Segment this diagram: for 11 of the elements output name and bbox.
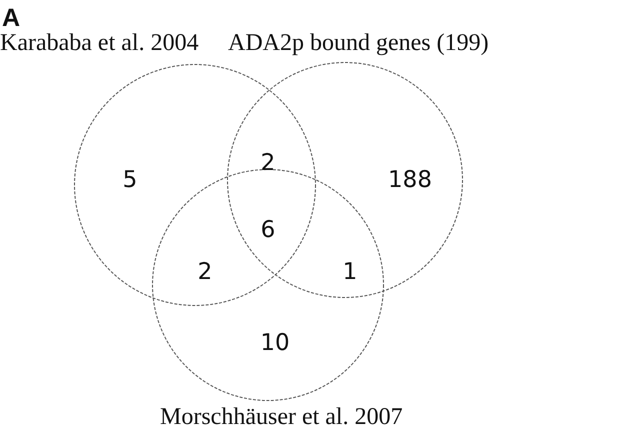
panel-letter: A (2, 4, 20, 33)
region-count: 5 (122, 167, 138, 193)
set-title: Morschhäuser et al. 2007 (160, 404, 403, 431)
region-count: 188 (388, 167, 432, 193)
region-count: 2 (260, 150, 276, 176)
region-count: 1 (342, 259, 358, 285)
region-count: 10 (260, 330, 290, 356)
set-title: ADA2p bound genes (199) (228, 30, 489, 57)
region-count: 6 (260, 217, 276, 243)
region-count: 2 (198, 259, 212, 285)
set-title: Karababa et al. 2004 (0, 30, 199, 57)
